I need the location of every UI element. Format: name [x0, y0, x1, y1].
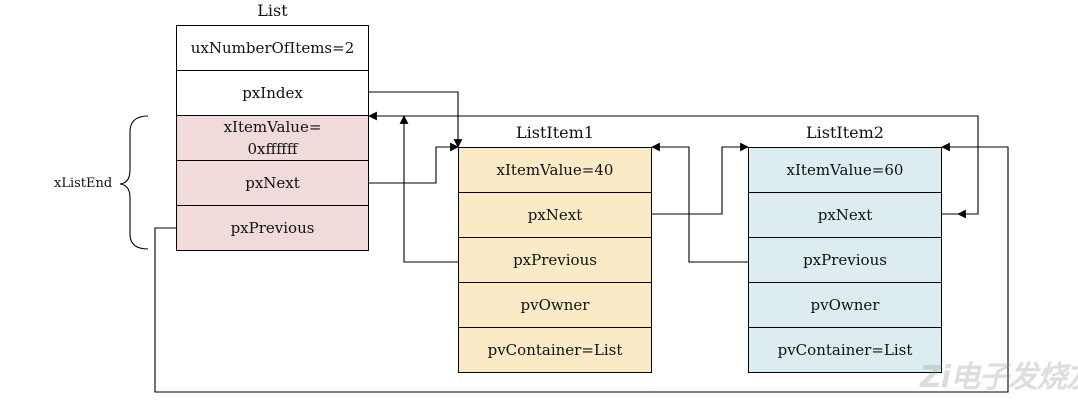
list-end-field-px-next: pxNext	[176, 160, 369, 206]
arrow-list-end-previous-to-item2	[154, 142, 1009, 393]
arrow-item1-next-to-item2	[652, 142, 749, 215]
list-item1-field-px-previous: pxPrevious	[458, 237, 652, 283]
list-field-px-index: pxIndex	[176, 70, 369, 116]
list-item1-field-item-value: xItemValue=40	[458, 147, 652, 193]
list-title: List	[257, 1, 288, 20]
list-item1-field-pv-container: pvContainer=List	[458, 327, 652, 373]
list-end-label: xListEnd	[54, 176, 113, 191]
list-end-brace	[119, 115, 149, 250]
arrow-list-end-next-to-item1	[369, 142, 459, 184]
list-item2-field-px-next: pxNext	[748, 192, 942, 238]
list-item2-field-pv-container: pvContainer=List	[748, 327, 942, 373]
arrow-item1-previous-to-list-end	[399, 115, 458, 263]
list-item2-field-pv-owner: pvOwner	[748, 282, 942, 328]
list-item2-field-item-value: xItemValue=60	[748, 147, 942, 193]
arrow-item2-previous-to-item1	[651, 142, 748, 263]
list-end-field-px-previous: pxPrevious	[176, 205, 369, 251]
watermark-logo: Zi电子发烧友	[920, 360, 1078, 395]
list-item1-title: ListItem1	[516, 123, 594, 142]
list-item2-title: ListItem2	[806, 123, 884, 142]
list-item1-field-px-next: pxNext	[458, 192, 652, 238]
arrow-item2-next-to-list-end	[368, 111, 979, 215]
list-item1-field-pv-owner: pvOwner	[458, 282, 652, 328]
arrow-px-index-to-item1	[369, 91, 463, 148]
